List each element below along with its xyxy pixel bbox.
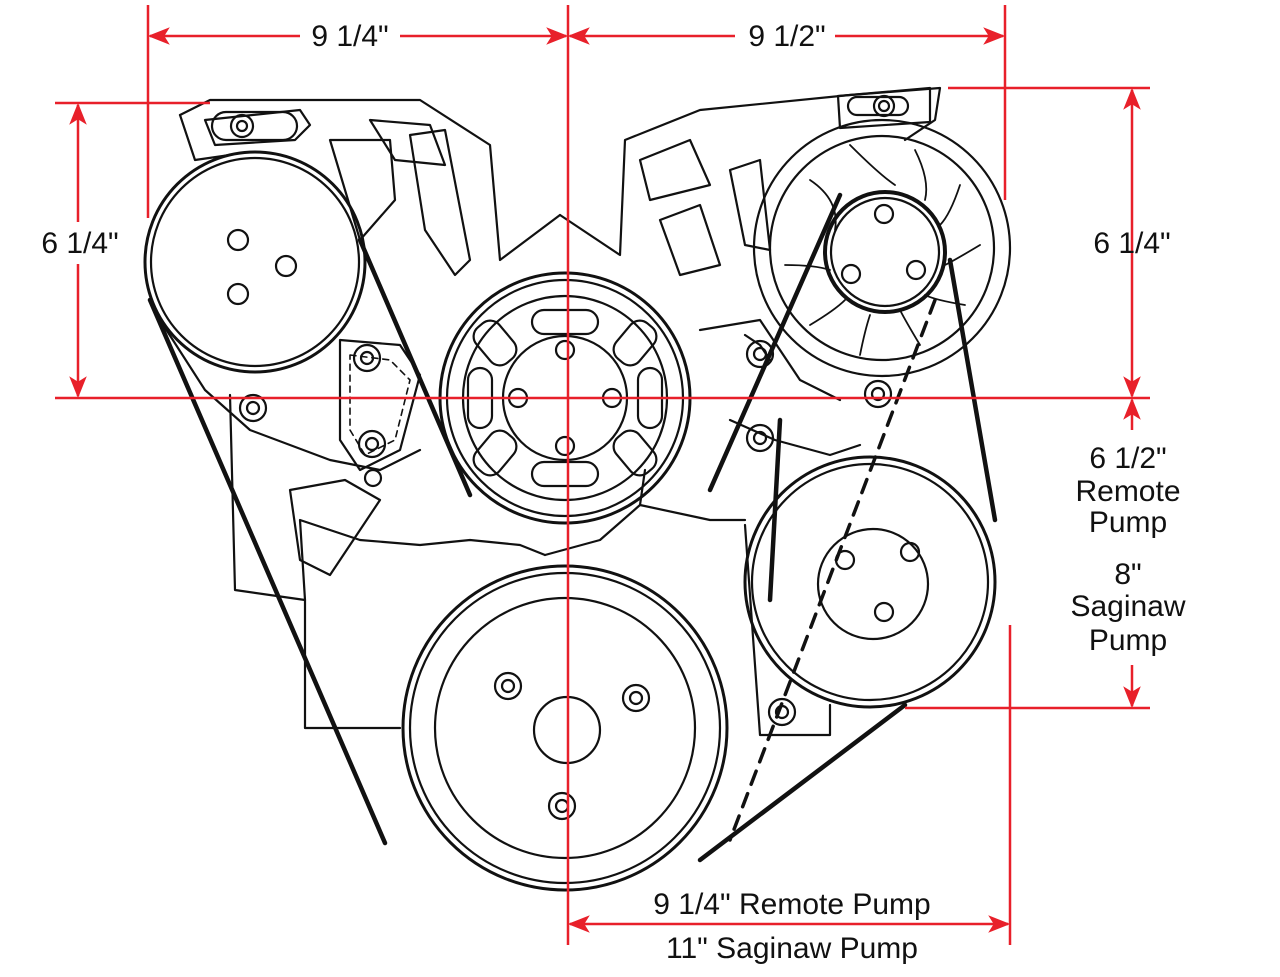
label-left-height: 6 1/4": [41, 227, 118, 260]
label-bottom-remote: 9 1/4" Remote Pump: [653, 888, 930, 921]
label-saginaw-pump-value: 8": [1114, 558, 1141, 591]
label-right-height: 6 1/4": [1093, 227, 1170, 260]
crank-pulley: [401, 564, 729, 892]
dimension-labels: 9 1/4" 9 1/2" 6 1/4" 6 1/4" 6 1/2" Remot…: [41, 20, 1186, 965]
alternator: [752, 86, 1012, 378]
label-saginaw-pump-line3: Pump: [1089, 624, 1167, 657]
label-top-left: 9 1/4": [311, 20, 388, 53]
power-steering-pulley: [743, 455, 997, 709]
alternator-fan-blades: [784, 144, 981, 356]
label-saginaw-pump-line2: Saginaw: [1070, 590, 1185, 623]
left-bracket: [158, 98, 562, 472]
label-masks: [30, 14, 835, 264]
label-top-right: 9 1/2": [748, 20, 825, 53]
label-remote-pump-line3: Pump: [1089, 506, 1167, 539]
label-bottom-saginaw: 11" Saginaw Pump: [666, 932, 918, 965]
left-pulley: [143, 110, 367, 374]
right-bracket: [558, 86, 942, 457]
engine-block-outline: [228, 393, 832, 737]
label-remote-pump-line2: Remote: [1075, 475, 1180, 508]
mounting-bolts: [238, 339, 893, 727]
label-remote-pump-value: 6 1/2": [1089, 442, 1166, 475]
line-art: [143, 86, 1012, 892]
serpentine-belt: [147, 192, 998, 863]
